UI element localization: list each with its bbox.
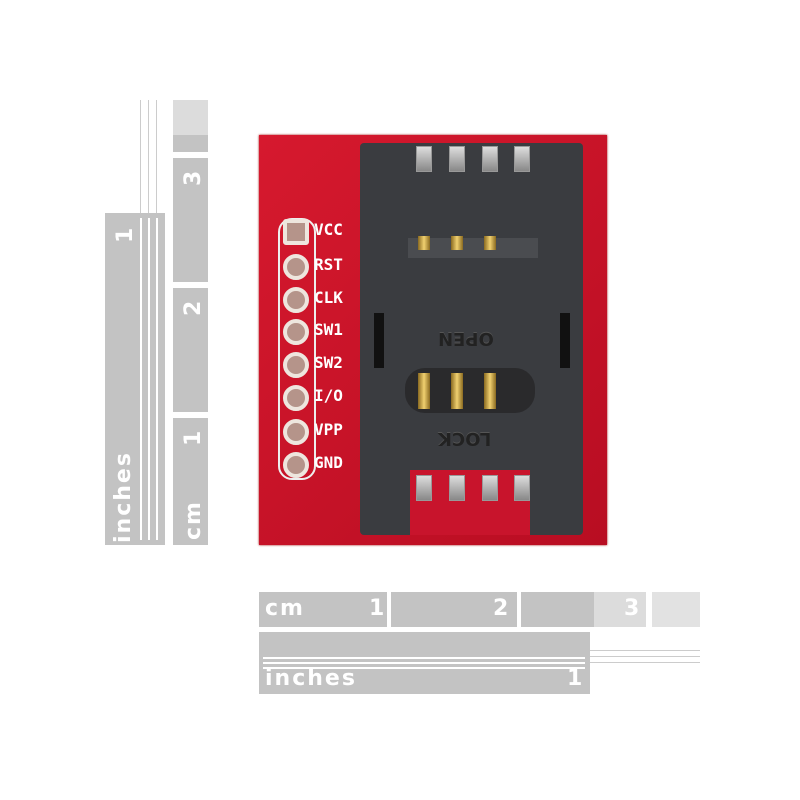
vertical-inch-ruler: inches 1 [105, 213, 165, 545]
vertical-cm-segment-1: 1 cm [173, 418, 208, 545]
pin-label: SW2 [314, 353, 343, 372]
horizontal-cm-segment-2: 2 [391, 592, 517, 627]
pin-hole-io [283, 385, 309, 411]
pin-label: GND [314, 453, 343, 472]
pin-hole-vpp [283, 419, 309, 445]
pin-hole-sw1 [283, 319, 309, 345]
horizontal-cm-tick-3: 3 [624, 596, 642, 621]
vertical-inch-ruler-extension [140, 100, 165, 213]
horizontal-inch-ruler: inches 1 [259, 632, 590, 694]
lock-mark: LOCK [438, 428, 492, 449]
pin-label: VPP [314, 420, 343, 439]
pin-hole-sw2 [283, 352, 309, 378]
horizontal-inch-tick-1: 1 [567, 666, 585, 691]
horizontal-cm-label: cm [265, 596, 305, 621]
vertical-inch-tick-1: 1 [113, 225, 138, 243]
vertical-cm-tick-2: 2 [181, 298, 206, 316]
horizontal-cm-tick-2: 2 [493, 596, 511, 621]
horizontal-cm-tick-1: 1 [369, 596, 387, 621]
horizontal-cm-segment-3 [521, 592, 594, 627]
vertical-cm-segment-2: 2 [173, 288, 208, 412]
pin-hole-vcc [283, 219, 309, 245]
horizontal-cm-segment-3b: 3 [594, 592, 646, 627]
pin-hole-gnd [283, 452, 309, 478]
vertical-cm-segment-3: 3 [173, 158, 208, 282]
pin-hole-rst [283, 254, 309, 280]
vertical-cm-label: cm [181, 500, 206, 540]
horizontal-cm-segment-4 [652, 592, 700, 627]
pin-label: I/O [314, 386, 343, 405]
pin-label: SW1 [314, 320, 343, 339]
horizontal-inch-ruler-extension [590, 648, 700, 664]
pin-label: CLK [314, 288, 343, 307]
horizontal-inch-label: inches [265, 666, 357, 691]
open-mark: OPEN [438, 328, 494, 349]
vertical-cm-tick-1: 1 [181, 428, 206, 446]
vertical-inch-label: inches [111, 451, 136, 543]
horizontal-cm-segment-1: cm 1 [259, 592, 387, 627]
sim-card-holder: OPEN LOCK [360, 143, 583, 535]
pin-label: VCC [314, 220, 343, 239]
vertical-cm-ruler-top [173, 100, 208, 135]
vertical-cm-ruler-top2 [173, 135, 208, 152]
pin-hole-clk [283, 287, 309, 313]
pin-label: RST [314, 255, 343, 274]
vertical-cm-tick-3: 3 [181, 168, 206, 186]
